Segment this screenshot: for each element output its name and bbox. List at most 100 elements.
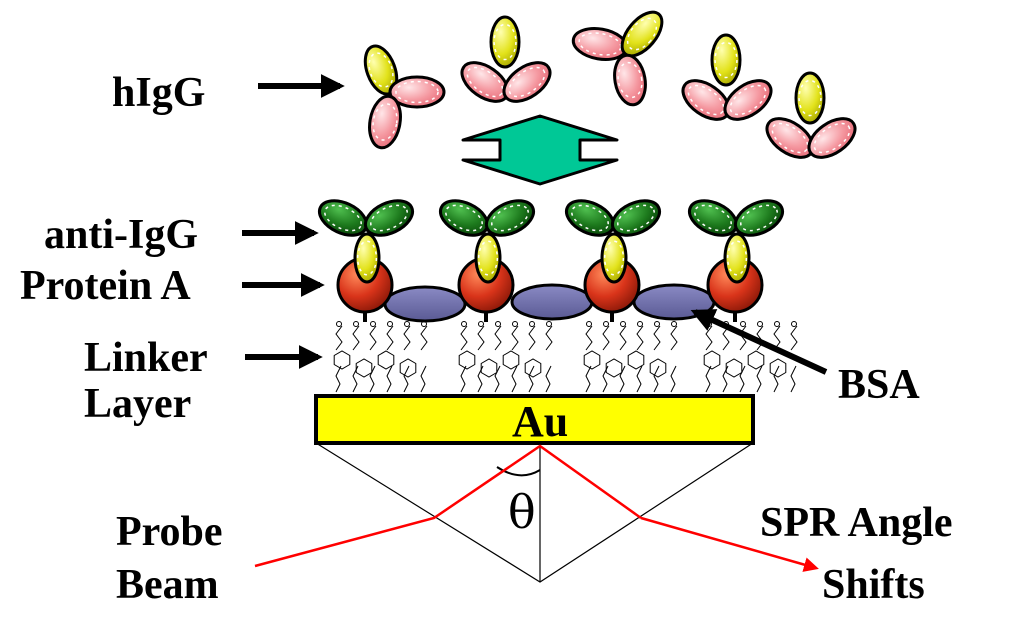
anti-igg-fc xyxy=(723,232,751,284)
fab-domain-highlight xyxy=(395,80,439,104)
benzene-ring xyxy=(333,350,351,370)
fab-domain-highlight xyxy=(372,103,398,141)
benzene-ring xyxy=(399,358,417,378)
label-linker: Linker xyxy=(84,335,208,381)
theta-arc xyxy=(496,466,541,477)
anti-igg-fab xyxy=(363,199,415,237)
fab-domain xyxy=(613,53,647,107)
carboxyl-group xyxy=(512,321,518,327)
anti-igg-complex xyxy=(687,199,785,322)
acid-arm xyxy=(722,325,730,351)
carboxyl-group xyxy=(336,321,342,327)
fab-domain xyxy=(807,117,857,159)
acid-arm xyxy=(653,325,661,351)
higg-antibodies xyxy=(363,10,857,159)
anti-igg-fab xyxy=(484,199,536,237)
carboxyl-group xyxy=(740,321,746,327)
label-protein-a: Protein A xyxy=(20,263,191,309)
linker-molecule xyxy=(703,321,798,393)
alkyl-chain xyxy=(335,365,342,393)
carboxyl-group xyxy=(404,321,410,327)
label-probe: Probe xyxy=(116,509,223,555)
alkyl-chain xyxy=(722,365,729,393)
anti-igg-complex xyxy=(564,199,662,322)
binding-double-arrow xyxy=(461,114,619,186)
acid-arm xyxy=(528,325,536,351)
alkyl-chain xyxy=(705,365,712,393)
carboxyl-group xyxy=(546,321,552,327)
carboxyl-group xyxy=(654,321,660,327)
carboxyl-group xyxy=(353,321,359,327)
higg-antibody xyxy=(765,71,857,159)
acid-arm xyxy=(619,325,627,351)
acid-arm xyxy=(494,325,502,351)
fc-domain-highlight xyxy=(626,17,658,51)
alkyl-chain xyxy=(386,365,393,393)
gold-film xyxy=(314,394,755,445)
higg-antibody xyxy=(460,15,552,103)
alkyl-chain xyxy=(653,365,660,393)
label-beam: Beam xyxy=(116,562,219,608)
benzene-ring xyxy=(725,358,743,378)
carboxyl-group xyxy=(370,321,376,327)
probe-beam xyxy=(254,444,819,572)
alkyl-chain xyxy=(790,365,797,393)
alkyl-chain xyxy=(636,365,643,393)
anti-igg-fc xyxy=(474,232,502,284)
fc-domain-highlight xyxy=(493,23,517,61)
alkyl-chain xyxy=(773,365,780,393)
label-theta: θ xyxy=(508,485,536,539)
acid-arm xyxy=(335,325,343,351)
label-shifts: Shifts xyxy=(822,562,925,608)
acid-arm xyxy=(636,325,644,351)
label-layer: Layer xyxy=(84,381,191,427)
higg-antibody xyxy=(363,44,446,150)
carboxyl-group xyxy=(620,321,626,327)
anti-igg-complex xyxy=(438,199,536,322)
alkyl-chain xyxy=(670,365,677,393)
benzene-ring xyxy=(480,358,498,378)
acid-arm xyxy=(756,325,764,351)
label-bsa: BSA xyxy=(838,362,920,408)
anti-igg-fab-highlight xyxy=(324,204,362,232)
acid-arm xyxy=(585,325,593,351)
label-spr-angle: SPR Angle xyxy=(760,500,953,546)
carboxyl-group xyxy=(529,321,535,327)
bsa-molecule xyxy=(383,285,467,323)
fab-domain-highlight xyxy=(813,122,851,154)
carboxyl-group xyxy=(671,321,677,327)
anti-igg-fab-highlight xyxy=(445,204,483,232)
acid-arm xyxy=(602,325,610,351)
acid-arm xyxy=(403,325,411,351)
alkyl-chain xyxy=(602,365,609,393)
acid-arm xyxy=(739,325,747,351)
acid-arm xyxy=(460,325,468,351)
higg-antibody xyxy=(681,33,773,121)
alkyl-chain xyxy=(528,365,535,393)
fab-domain xyxy=(723,79,773,121)
anti-igg-fab-highlight xyxy=(370,204,408,232)
anti-igg-complex xyxy=(317,199,415,322)
alkyl-chain xyxy=(460,365,467,393)
benzene-ring xyxy=(703,350,721,370)
benzene-ring xyxy=(502,350,520,370)
anti-igg-fab-highlight xyxy=(571,204,609,232)
acid-arm xyxy=(386,325,394,351)
linker-molecule xyxy=(333,321,428,393)
arrow-bsa xyxy=(690,309,828,375)
fab-domain xyxy=(388,75,446,109)
carboxyl-group xyxy=(495,321,501,327)
benzene-ring xyxy=(605,358,623,378)
alkyl-chain xyxy=(511,365,518,393)
fab-domain-highlight xyxy=(466,66,504,98)
fab-domain-highlight xyxy=(687,84,725,116)
benzene-ring xyxy=(458,350,476,370)
bsa-molecule xyxy=(510,283,594,321)
carboxyl-group xyxy=(637,321,643,327)
alkyl-chain xyxy=(585,365,592,393)
label-anti-igg: anti-IgG xyxy=(44,212,198,258)
carboxyl-group xyxy=(586,321,592,327)
acid-arm xyxy=(511,325,519,351)
benzene-ring xyxy=(747,350,765,370)
